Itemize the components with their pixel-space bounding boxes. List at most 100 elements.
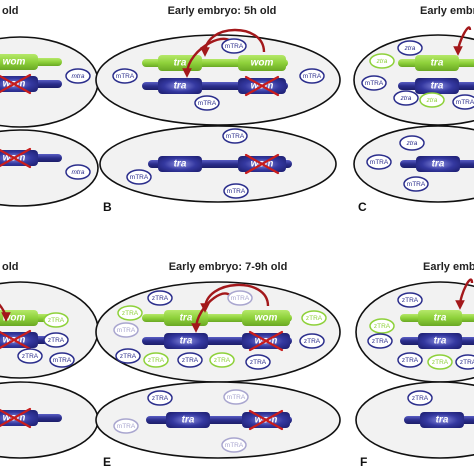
bubble-f-6-label: zTRA xyxy=(460,359,474,366)
bubble-f-5-label: zTRA xyxy=(432,359,449,366)
cell-d-top xyxy=(0,281,99,379)
bubble-e-1-label: zTRA xyxy=(152,295,169,302)
bubble-e-3 xyxy=(117,305,143,321)
bubble-e-bottom-2 xyxy=(147,390,173,406)
bubble-c-ztra-label: ztra xyxy=(404,45,416,52)
bubble-e-bottom-3-label: mTRA xyxy=(117,423,136,430)
panel-a-title: old xyxy=(2,5,19,17)
cross-mark xyxy=(244,153,280,175)
bubble-e-11 xyxy=(299,333,325,349)
cross-mark xyxy=(248,330,284,352)
bubble-e-7 xyxy=(177,352,203,368)
gene-e-bottom-tra xyxy=(166,412,210,428)
bubble-b-bottom-2 xyxy=(126,169,152,185)
bubble-d-2-label: zTRA xyxy=(22,353,39,360)
bubble-e-8 xyxy=(209,352,235,368)
bubble-f-4 xyxy=(397,352,423,368)
gene-f-tra-blue xyxy=(418,333,462,349)
bubble-e-bottom-1 xyxy=(223,389,249,405)
bubble-f-3-label: zTRA xyxy=(372,338,389,345)
bubble-d-1-label: zTRA xyxy=(48,317,65,324)
bubble-b-4-label: mTRA xyxy=(303,73,322,80)
bubble-e-9 xyxy=(245,354,271,370)
gene-label-wom: wom xyxy=(3,313,26,324)
bubble-c-ztra-3-label: ztra xyxy=(426,97,438,104)
gene-label-tra: tra xyxy=(174,159,187,170)
bubble-c-ztra-2-label: ztra xyxy=(400,95,412,102)
gene-c-tra-green xyxy=(415,55,459,71)
bubble-c-mtra-label: mTRA xyxy=(365,80,384,87)
bubble-c-mtra-2 xyxy=(452,94,474,110)
bubble-b-2 xyxy=(221,38,247,54)
gene-label-tra: tra xyxy=(434,313,447,324)
panel-f-title: Early embr xyxy=(423,261,474,273)
bubble-e-9-label: zTRA xyxy=(250,359,267,366)
gene-label-tra: tra xyxy=(434,336,447,347)
bubble-d-3-label: zTRA xyxy=(48,337,65,344)
bubble-b-1-label: mTRA xyxy=(116,73,135,80)
bubble-f-1-label: zTRA xyxy=(402,297,419,304)
gene-b-bottom-tra xyxy=(158,156,202,172)
cross-mark xyxy=(0,407,32,428)
bubble-e-5-label: zTRA xyxy=(120,353,137,360)
bubble-f-bottom-1-label: zTRA xyxy=(412,395,429,402)
bubble-f-bottom-1 xyxy=(407,390,433,406)
bubble-b-bottom-1-label: mTRA xyxy=(226,133,245,140)
bubble-e-bottom-1-label: mTRA xyxy=(227,394,246,401)
bubble-c-mtra xyxy=(361,75,387,91)
gene-label-tra: tra xyxy=(180,313,193,324)
bubble-c-bottom-3-label: mTRA xyxy=(407,181,426,188)
bubble-b-2-label: mTRA xyxy=(225,43,244,50)
bubble-b-4 xyxy=(299,68,325,84)
bubble-c-bottom-1-label: ztra xyxy=(406,140,418,147)
bubble-b-3 xyxy=(194,95,220,111)
bubble-c-ztra-green-label: ztra xyxy=(376,58,388,65)
panel-b-title: Early embryo: 5h old xyxy=(168,5,277,17)
bubble-e-2 xyxy=(227,290,253,306)
gene-f-bottom-tra xyxy=(420,412,464,428)
bubble-b-1 xyxy=(112,68,138,84)
bubble-c-ztra-green xyxy=(369,53,395,69)
bubble-e-5 xyxy=(115,348,141,364)
arrow-f-1 xyxy=(455,278,474,310)
bubble-e-8-label: zTRA xyxy=(214,357,231,364)
arrow-c-1 xyxy=(453,26,472,56)
gene-label-tra: tra xyxy=(436,415,449,426)
gene-c-tra-blue xyxy=(415,78,459,94)
gene-c-bottom-tra xyxy=(416,156,460,172)
diagram-scene: womwommtrawommtratrawomtrawommTRAmTRAmTR… xyxy=(0,26,474,459)
bubble-d-1 xyxy=(43,312,69,328)
bubble-f-3 xyxy=(367,333,393,349)
gene-a-wom-green xyxy=(0,54,38,70)
bubble-e-1 xyxy=(147,290,173,306)
bubble-e-11-label: zTRA xyxy=(304,338,321,345)
gene-f-tra-green xyxy=(418,310,462,326)
gene-label-tra: tra xyxy=(432,159,445,170)
gene-label-tra: tra xyxy=(431,58,444,69)
bubble-e-bottom-4 xyxy=(221,437,247,453)
bubble-c-ztra-2 xyxy=(393,90,419,106)
gene-label-tra: tra xyxy=(180,336,193,347)
bubble-a-bottom-mtra-label: mtra xyxy=(72,169,85,176)
panel-c-title: Early embryo xyxy=(420,5,474,17)
bubble-f-2 xyxy=(369,318,395,334)
cross-mark xyxy=(0,147,32,168)
bubble-a-mtra xyxy=(65,68,91,84)
bubble-b-bottom-1 xyxy=(222,128,248,144)
gene-b-wom-green xyxy=(238,55,286,71)
bubble-f-6 xyxy=(455,354,474,370)
panel-b-label: B xyxy=(103,200,112,214)
bubble-c-bottom-2-label: mTRA xyxy=(370,159,389,166)
gene-e-wom-green xyxy=(242,310,290,326)
gene-a-wom-blue xyxy=(0,76,38,92)
bubble-a-bottom-mtra xyxy=(65,164,91,180)
bubble-b-bottom-3-label: mTRA xyxy=(227,188,246,195)
gene-b-tra-blue xyxy=(158,78,202,94)
panel-e-label: E xyxy=(103,455,111,469)
bubble-e-3-label: zTRA xyxy=(122,310,139,317)
bubble-e-4 xyxy=(113,322,139,338)
bubble-e-4-label: mTRA xyxy=(117,327,136,334)
bubble-c-bottom-1 xyxy=(399,135,425,151)
bubble-e-6 xyxy=(143,352,169,368)
panel-e-title: Early embryo: 7-9h old xyxy=(169,261,288,273)
